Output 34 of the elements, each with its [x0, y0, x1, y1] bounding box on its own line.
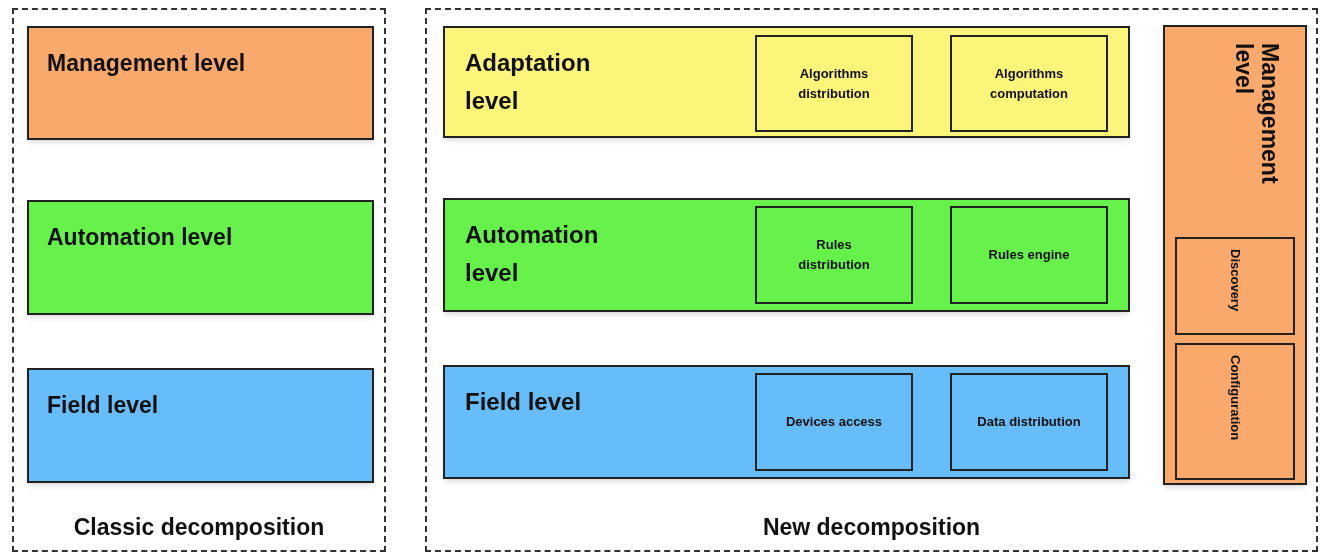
component-label: Devices access [784, 413, 884, 431]
level-box [27, 368, 374, 483]
level-title: Automation level [47, 223, 233, 252]
component-box [950, 206, 1108, 304]
component-label: Discovery [1226, 249, 1244, 312]
component-label: Configuration [1226, 355, 1244, 441]
component-box [950, 35, 1108, 132]
dashed-group-frame [425, 8, 1318, 552]
component-label: Rules engine [987, 246, 1071, 264]
component-box [755, 206, 913, 304]
level-box [443, 365, 1130, 479]
level-box [1163, 25, 1307, 485]
level-box [443, 26, 1130, 138]
level-box [443, 198, 1130, 312]
level-title: Management level [1231, 43, 1283, 186]
component-box [1175, 343, 1295, 480]
level-title: Field level [465, 387, 583, 417]
level-box [27, 200, 374, 315]
component-box [1175, 237, 1295, 335]
component-label: Data distribution [976, 413, 1082, 431]
component-box [950, 373, 1108, 471]
level-title: Adaptation level [465, 48, 592, 116]
component-box [755, 35, 913, 132]
component-label: Algorithms computation [989, 64, 1069, 103]
level-title: Automation level [465, 220, 600, 288]
component-label: Algorithms distribution [797, 64, 871, 103]
group-caption: Classic decomposition [72, 512, 326, 542]
component-label: Rules distribution [797, 236, 871, 274]
component-box [755, 373, 913, 471]
group-caption: New decomposition [761, 512, 982, 542]
level-title: Management level [47, 49, 246, 78]
dashed-group-frame [12, 8, 386, 552]
level-box [27, 26, 374, 140]
level-title: Field level [47, 391, 159, 420]
